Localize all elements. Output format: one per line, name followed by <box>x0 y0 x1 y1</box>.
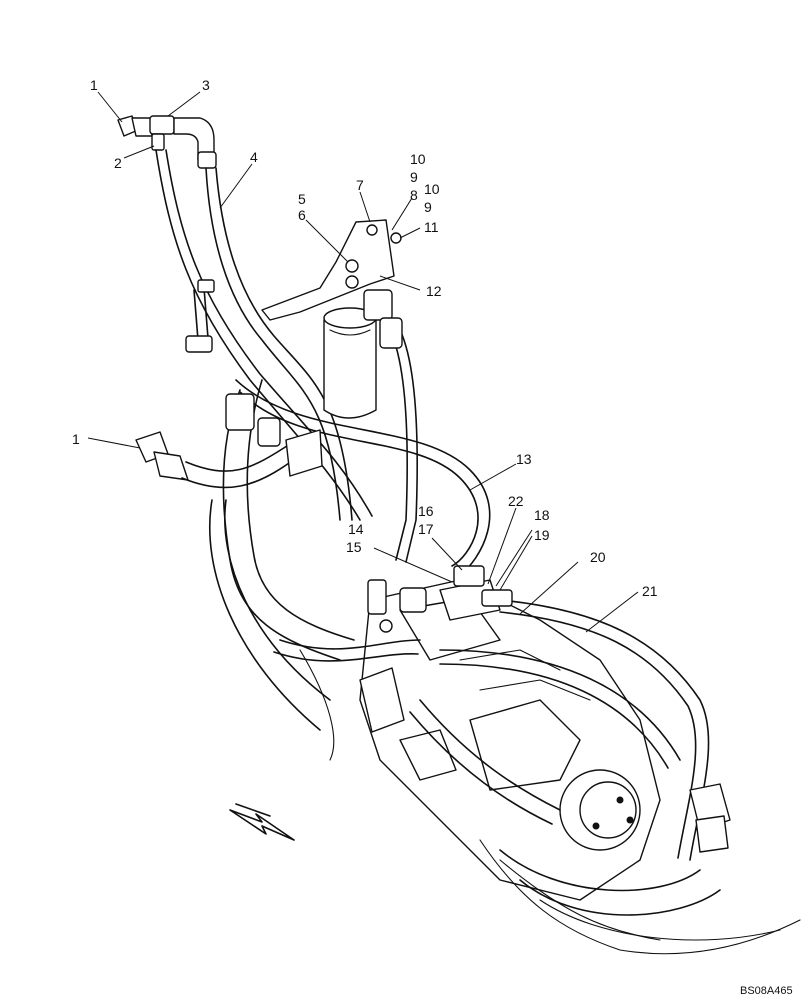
callout-5: 5 <box>298 191 306 207</box>
chassis-contour <box>299 649 801 955</box>
leader-lines <box>87 91 639 633</box>
callout-22: 22 <box>508 493 524 509</box>
callout-14: 14 <box>348 521 364 537</box>
callout-8: 8 <box>410 187 418 203</box>
callout-2: 2 <box>114 155 122 171</box>
callout-3: 3 <box>202 77 210 93</box>
callout-1-lower: 1 <box>72 431 80 447</box>
callout-19: 19 <box>534 527 550 543</box>
callout-12: 12 <box>426 283 442 299</box>
hoses-20-21 <box>439 599 731 861</box>
callout-16: 16 <box>418 503 434 519</box>
hose-4 <box>205 167 353 521</box>
callout-18: 18 <box>534 507 550 523</box>
hose-left-long <box>155 149 373 521</box>
main-suction-hose <box>208 379 355 731</box>
upper-fitting-assembly <box>117 115 217 169</box>
callout-6: 6 <box>298 207 306 223</box>
lower-hoses <box>273 639 721 916</box>
callout-13: 13 <box>516 451 532 467</box>
hydraulic-pump-assembly <box>359 579 661 901</box>
callout-11: 11 <box>424 219 439 235</box>
callout-10-top: 10 <box>410 151 426 167</box>
drawing-reference-code: BS08A465 <box>740 985 793 997</box>
linkage-rod <box>185 279 215 353</box>
valve-fittings <box>367 565 513 633</box>
mounting-bracket-12 <box>261 219 402 321</box>
lower-fitting-1 <box>135 431 297 489</box>
callout-7: 7 <box>356 177 364 193</box>
callout-9-top: 9 <box>410 169 418 185</box>
callout-17: 17 <box>418 521 434 537</box>
callout-21: 21 <box>642 583 658 599</box>
callout-9-mid: 9 <box>424 199 432 215</box>
callout-4: 4 <box>250 149 258 165</box>
filter-canister <box>323 307 377 419</box>
callout-15: 15 <box>346 539 362 555</box>
front-direction-arrow-icon <box>229 803 295 841</box>
hose-filter-down <box>379 317 419 563</box>
hose-13 <box>235 379 491 576</box>
callout-1-upper: 1 <box>90 77 98 93</box>
callout-10-mid: 10 <box>424 181 440 197</box>
callout-20: 20 <box>590 549 606 565</box>
callout-labels: 1 2 3 4 5 6 7 10 9 10 8 9 11 12 1 13 16 … <box>72 77 658 599</box>
